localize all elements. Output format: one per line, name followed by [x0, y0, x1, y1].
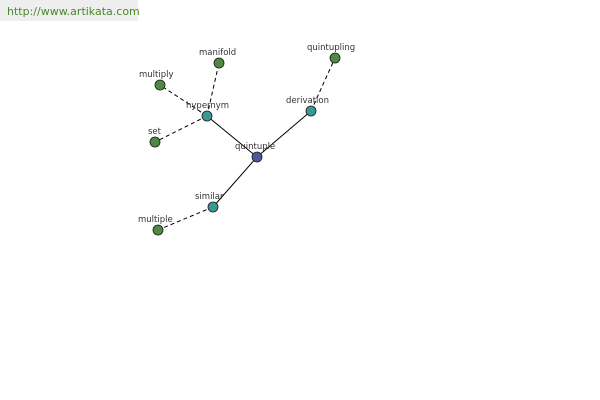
node-label-similar: similar — [195, 192, 224, 202]
node-hypernym[interactable]: hypernym — [186, 101, 229, 122]
node-circle-manifold[interactable] — [213, 57, 225, 69]
node-derivation[interactable]: derivation — [286, 96, 329, 117]
node-label-multiple: multiple — [138, 215, 173, 225]
edge-quintuple-hypernym — [206, 115, 258, 158]
node-label-quintuple: quintuple — [235, 142, 275, 152]
node-circle-quintupling[interactable] — [329, 52, 341, 64]
node-circle-multiple[interactable] — [152, 224, 164, 236]
edges-layer — [154, 57, 336, 231]
node-quintupling[interactable]: quintupling — [307, 43, 355, 64]
edge-hypernym-multiply — [159, 84, 208, 117]
node-label-hypernym: hypernym — [186, 101, 229, 111]
edge-hypernym-manifold — [206, 62, 220, 117]
nodes-layer: quintuple hypernym derivation similar manifo… — [138, 43, 355, 236]
node-circle-set[interactable] — [149, 136, 161, 148]
edge-derivation-quintupling — [310, 57, 336, 112]
node-label-quintupling: quintupling — [307, 43, 355, 53]
node-multiple[interactable]: multiple — [138, 215, 173, 236]
edge-similar-multiple — [157, 206, 214, 231]
node-manifold[interactable]: manifold — [199, 48, 236, 69]
node-circle-quintuple[interactable] — [251, 151, 263, 163]
node-circle-derivation[interactable] — [305, 105, 317, 117]
node-label-set: set — [148, 127, 162, 137]
node-set[interactable]: set — [148, 127, 162, 148]
node-label-manifold: manifold — [199, 48, 236, 58]
node-similar[interactable]: similar — [195, 192, 224, 213]
node-label-derivation: derivation — [286, 96, 329, 106]
node-circle-hypernym[interactable] — [201, 110, 213, 122]
node-circle-similar[interactable] — [207, 201, 219, 213]
node-quintuple[interactable]: quintuple — [235, 142, 275, 163]
edge-quintuple-derivation — [256, 110, 312, 158]
node-label-multiply: multiply — [139, 70, 174, 80]
site-url-link[interactable]: http://www.artikata.com — [7, 5, 140, 18]
edge-hypernym-set — [154, 115, 208, 143]
node-multiply[interactable]: multiply — [139, 70, 174, 91]
url-banner: http://www.artikata.com — [0, 0, 140, 21]
node-circle-multiply[interactable] — [154, 79, 166, 91]
edge-quintuple-similar — [212, 156, 258, 208]
